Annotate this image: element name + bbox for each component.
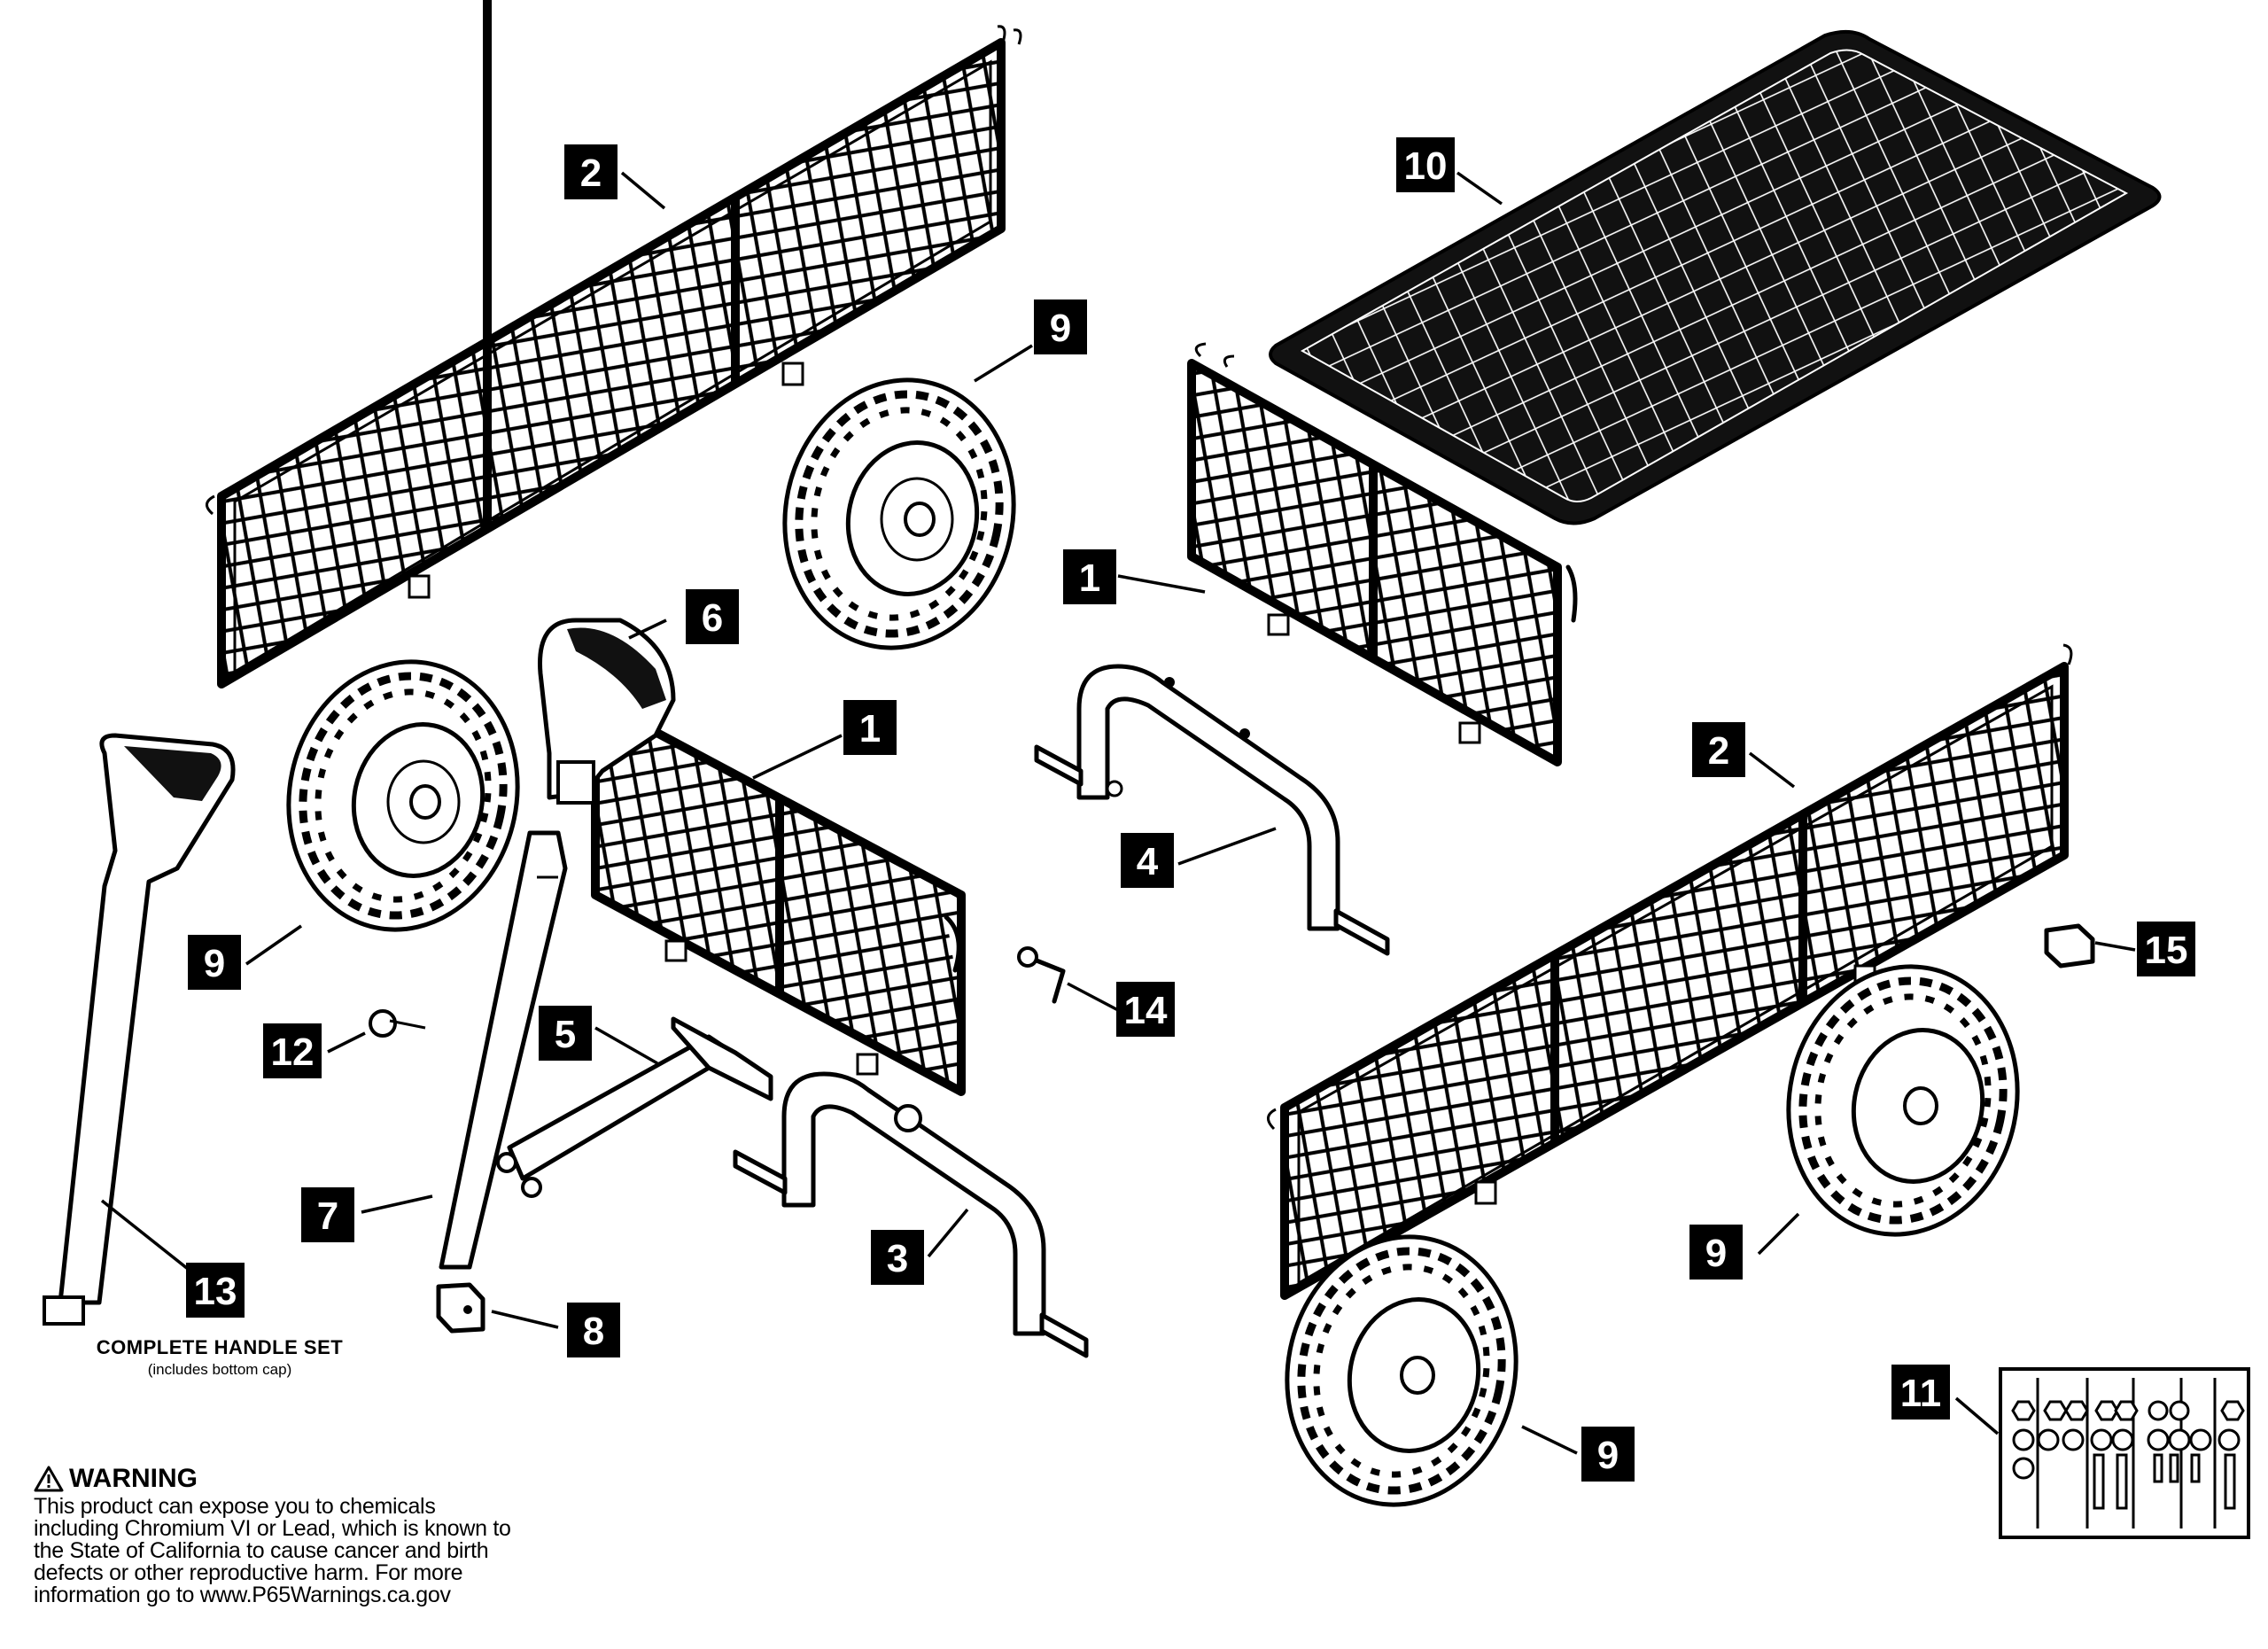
warning-body: This product can expose you to chemicals… <box>34 1496 583 1606</box>
svg-text:3: 3 <box>887 1237 908 1280</box>
callout-12: 12 <box>263 1023 322 1078</box>
callout-3: 3 <box>871 1230 924 1285</box>
leader-lines <box>100 171 2136 1455</box>
warning-header: WARNING <box>34 1464 583 1494</box>
svg-text:9: 9 <box>1597 1434 1619 1477</box>
svg-text:9: 9 <box>1705 1232 1727 1275</box>
hairpin-clip <box>1017 946 1066 1004</box>
hardware-kit <box>1999 1367 2250 1539</box>
floor-mat <box>1269 29 2162 525</box>
callout-15: 15 <box>2137 922 2195 976</box>
wheel-left <box>286 659 520 932</box>
svg-text:10: 10 <box>1404 144 1448 188</box>
callout-9-bottom: 9 <box>1581 1427 1635 1482</box>
hitch-pin <box>369 1009 426 1038</box>
side-panel-right <box>1267 643 2073 1300</box>
svg-text:5: 5 <box>555 1013 576 1056</box>
callout-1-middle: 1 <box>843 700 897 755</box>
svg-text:15: 15 <box>2145 929 2188 972</box>
svg-text:9: 9 <box>1050 307 1071 350</box>
callout-2-right: 2 <box>1692 722 1745 777</box>
complete-handle <box>43 733 236 1326</box>
svg-text:11: 11 <box>1900 1372 1942 1415</box>
svg-text:2: 2 <box>1708 729 1729 773</box>
callout-7: 7 <box>301 1187 354 1242</box>
callout-8: 8 <box>567 1303 620 1357</box>
end-panel-middle <box>591 696 966 1096</box>
wheel-right <box>1786 964 2020 1237</box>
tow-tongue <box>496 1016 773 1198</box>
panel-bracket <box>2044 923 2095 968</box>
side-panel-top <box>206 0 1022 688</box>
warning-triangle-icon <box>34 1466 64 1492</box>
warning-line: including Chromium VI or Lead, which is … <box>34 1516 511 1541</box>
svg-text:13: 13 <box>194 1270 237 1313</box>
svg-text:6: 6 <box>702 596 723 640</box>
callout-14: 14 <box>1116 982 1175 1037</box>
callout-13: 13 <box>186 1263 245 1318</box>
svg-text:14: 14 <box>1124 989 1168 1032</box>
callout-9-top: 9 <box>1034 299 1087 354</box>
end-panel-right <box>1187 342 1578 766</box>
callout-9-right: 9 <box>1689 1225 1743 1280</box>
front-axle <box>733 1071 1089 1358</box>
wheel-bottom <box>1285 1234 1518 1507</box>
warning-line: the State of California to cause cancer … <box>34 1538 489 1563</box>
handle-grip <box>538 618 676 805</box>
warning-line: information go to www.P65Warnings.ca.gov <box>34 1583 451 1607</box>
wheel-top <box>782 377 1016 650</box>
svg-text:4: 4 <box>1137 840 1159 883</box>
warning-heading: WARNING <box>69 1464 198 1493</box>
svg-text:8: 8 <box>583 1310 604 1353</box>
svg-text:7: 7 <box>317 1194 338 1238</box>
warning-line: This product can expose you to chemicals <box>34 1494 436 1519</box>
svg-text:12: 12 <box>271 1031 315 1074</box>
warning-line: defects or other reproductive harm. For … <box>34 1560 463 1585</box>
callout-1-right: 1 <box>1063 549 1116 604</box>
handle-set-title: COMPLETE HANDLE SET <box>96 1336 344 1358</box>
callout-10: 10 <box>1396 137 1455 192</box>
callout-6: 6 <box>686 589 739 644</box>
svg-text:2: 2 <box>580 152 602 195</box>
svg-text:1: 1 <box>1079 556 1100 600</box>
svg-text:9: 9 <box>204 942 225 985</box>
callout-11: 11 <box>1891 1365 1950 1420</box>
callout-5: 5 <box>539 1006 592 1061</box>
callout-4: 4 <box>1121 833 1174 888</box>
rear-axle <box>1034 664 1390 956</box>
bottom-cap <box>436 1282 485 1334</box>
handle-set-note: (includes bottom cap) <box>147 1361 292 1378</box>
callout-2-top: 2 <box>564 144 617 199</box>
handle-tube <box>439 830 568 1270</box>
prop65-warning: WARNING This product can expose you to c… <box>34 1464 583 1606</box>
callout-9-left: 9 <box>188 935 241 990</box>
svg-text:1: 1 <box>859 707 881 751</box>
